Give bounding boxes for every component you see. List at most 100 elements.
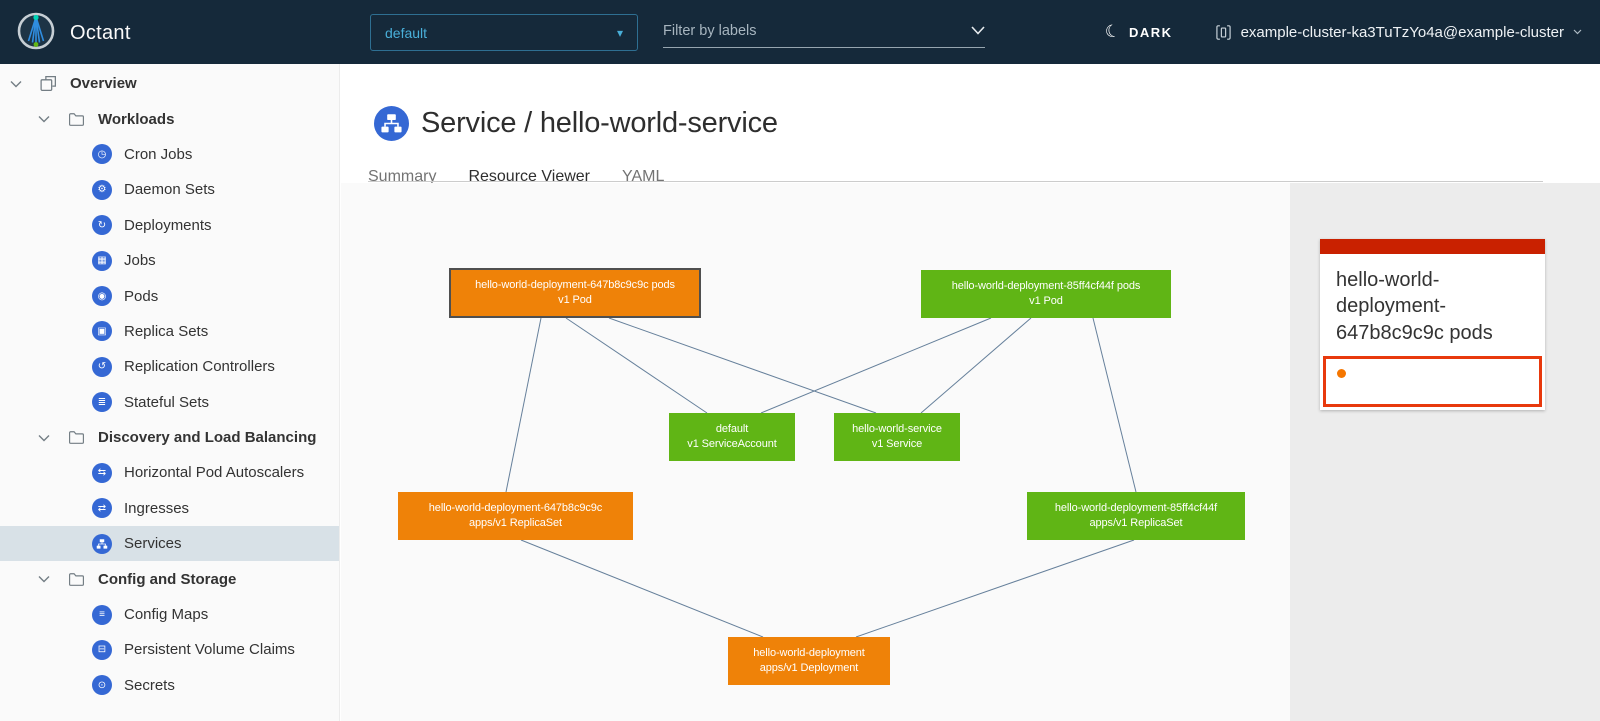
folder-icon (66, 109, 86, 129)
sidebar-item-persistent-volume-claims[interactable]: ⊟ Persistent Volume Claims (0, 632, 339, 667)
sidebar-item-secrets[interactable]: ⊙ Secrets (0, 668, 339, 703)
replicationcontroller-icon: ↺ (92, 356, 112, 377)
detail-panel: hello-world-deployment-647b8c9c9c pods (1290, 183, 1600, 721)
sidebar-item-workloads[interactable]: Workloads (0, 101, 339, 136)
resource-graph: hello-world-deployment-647b8c9c9c pods v1… (341, 183, 1290, 721)
sidebar-item-deployments[interactable]: ↻ Deployments (0, 208, 339, 243)
chevron-down-icon[interactable] (971, 26, 985, 35)
label-filter (663, 14, 985, 48)
node-label: hello-world-service (852, 423, 942, 436)
theme-toggle-label: DARK (1129, 24, 1173, 40)
theme-toggle[interactable]: ☾ DARK (1102, 20, 1173, 43)
sidebar-item-label: Overview (70, 75, 137, 93)
node-status-box (1323, 356, 1542, 408)
node-label: hello-world-deployment-647b8c9c9c (428, 502, 603, 515)
selected-node-card: hello-world-deployment-647b8c9c9c pods (1320, 239, 1545, 411)
sidebar-item-label: Horizontal Pod Autoscalers (124, 464, 305, 482)
sidebar-item-overview[interactable]: Overview (0, 66, 339, 101)
status-dot-icon (1337, 369, 1346, 379)
node-label: hello-world-deployment (753, 647, 865, 660)
dropdown-caret-icon: ▾ (616, 25, 623, 40)
sidebar-item-label: Discovery and Load Balancing (98, 429, 317, 447)
chevron-down-icon[interactable] (36, 430, 52, 446)
app-title: Octant (70, 22, 131, 44)
cluster-context-selector[interactable]: example-cluster-ka3TuTzYo4a@example-clus… (1215, 24, 1582, 41)
sidebar-item-label: Config and Storage (98, 570, 237, 588)
job-icon: ▦ (92, 250, 112, 271)
sidebar-item-label: Workloads (98, 110, 175, 128)
sidebar-item-config-maps[interactable]: ≡ Config Maps (0, 597, 339, 632)
node-label: hello-world-deployment-647b8c9c9c pods (475, 279, 675, 292)
cluster-context-label: example-cluster-ka3TuTzYo4a@example-clus… (1240, 23, 1564, 41)
chevron-down-icon[interactable] (36, 571, 52, 587)
hpa-icon: ⇆ (92, 462, 112, 483)
tab-summary[interactable]: Summary (368, 168, 437, 185)
folder-icon (66, 428, 86, 448)
node-kind-label: v1 Service (871, 438, 923, 450)
graph-edges (505, 317, 1137, 638)
sidebar-item-label: Daemon Sets (124, 181, 215, 199)
deployment-icon: ↻ (92, 215, 112, 236)
secret-icon: ⊙ (92, 675, 112, 696)
label-filter-input[interactable] (663, 22, 971, 39)
node-label: default (715, 423, 749, 436)
sidebar-item-discovery-and-load-balancing[interactable]: Discovery and Load Balancing (0, 420, 339, 455)
sidebar-item-daemon-sets[interactable]: ⚙ Daemon Sets (0, 172, 339, 207)
sidebar-item-replication-controllers[interactable]: ↺ Replication Controllers (0, 349, 339, 384)
selected-node-title: hello-world-deployment-647b8c9c9c pods (1336, 269, 1493, 344)
namespace-value: default (385, 24, 428, 41)
overview-icon (38, 74, 58, 94)
ingress-icon: ⇄ (92, 498, 112, 519)
configmap-icon: ≡ (92, 604, 112, 625)
replicaset-icon: ▣ (92, 321, 112, 342)
graph-node-pod-647b8c9c9c[interactable]: hello-world-deployment-647b8c9c9c pods v1… (449, 268, 701, 318)
sidebar-item-stateful-sets[interactable]: ≣ Stateful Sets (0, 385, 339, 420)
graph-node-pod-85ff4cf44f[interactable]: hello-world-deployment-85ff4cf44f pods v1… (921, 270, 1171, 318)
sidebar-item-label: Cron Jobs (124, 145, 193, 163)
chevron-down-icon[interactable] (36, 111, 52, 127)
daemonset-icon: ⚙ (92, 179, 112, 200)
service-icon (92, 533, 112, 554)
sidebar-item-label: Stateful Sets (124, 393, 210, 411)
service-icon (374, 106, 409, 141)
node-label: hello-world-deployment-85ff4cf44f pods (951, 280, 1141, 293)
page-title: Service / hello-world-service (421, 107, 778, 139)
sidebar-item-label: Secrets (124, 676, 175, 694)
sidebar-item-replica-sets[interactable]: ▣ Replica Sets (0, 314, 339, 349)
sidebar-item-cron-jobs[interactable]: ◷ Cron Jobs (0, 137, 339, 172)
sidebar-item-label: Jobs (124, 252, 156, 270)
statefulset-icon: ≣ (92, 392, 112, 413)
graph-node-service-hello-world[interactable]: hello-world-service v1 Service (834, 413, 960, 461)
sidebar-item-label: Replication Controllers (124, 358, 275, 376)
sidebar-item-label: Replica Sets (124, 322, 209, 340)
sidebar-item-jobs[interactable]: ▦ Jobs (0, 243, 339, 278)
folder-icon (66, 569, 86, 589)
sidebar-item-label: Persistent Volume Claims (124, 641, 295, 659)
sidebar-item-pods[interactable]: ◉Pods (0, 278, 339, 313)
node-kind-label: v1 Pod (558, 294, 592, 306)
namespace-dropdown[interactable]: default ▾ (370, 14, 638, 51)
moon-icon: ☾ (1102, 20, 1122, 43)
node-kind-label: apps/v1 Deployment (759, 662, 859, 674)
graph-node-serviceaccount-default[interactable]: default v1 ServiceAccount (669, 413, 795, 461)
chevron-down-icon[interactable] (8, 76, 24, 92)
node-kind-label: v1 Pod (1029, 295, 1063, 307)
graph-node-deployment[interactable]: hello-world-deployment apps/v1 Deployment (728, 637, 890, 685)
sidebar-item-label: Deployments (124, 216, 212, 234)
sidebar-item-ingresses[interactable]: ⇄ Ingresses (0, 491, 339, 526)
cluster-icon (1215, 24, 1232, 41)
sidebar-item-horizontal-pod-autoscalers[interactable]: ⇆ Horizontal Pod Autoscalers (0, 455, 339, 490)
node-kind-label: v1 ServiceAccount (687, 438, 777, 450)
pvc-icon: ⊟ (92, 639, 112, 660)
tab-yaml[interactable]: YAML (622, 168, 665, 185)
sidebar-item-label: Ingresses (124, 499, 190, 517)
sidebar-item-services[interactable]: Services (0, 526, 339, 562)
sidebar-item-config-and-storage[interactable]: Config and Storage (0, 561, 339, 596)
cronjob-icon: ◷ (92, 144, 112, 165)
octant-logo-icon (16, 11, 56, 56)
sidebar-item-label: Config Maps (124, 606, 209, 624)
pod-icon: ◉ (92, 286, 112, 307)
